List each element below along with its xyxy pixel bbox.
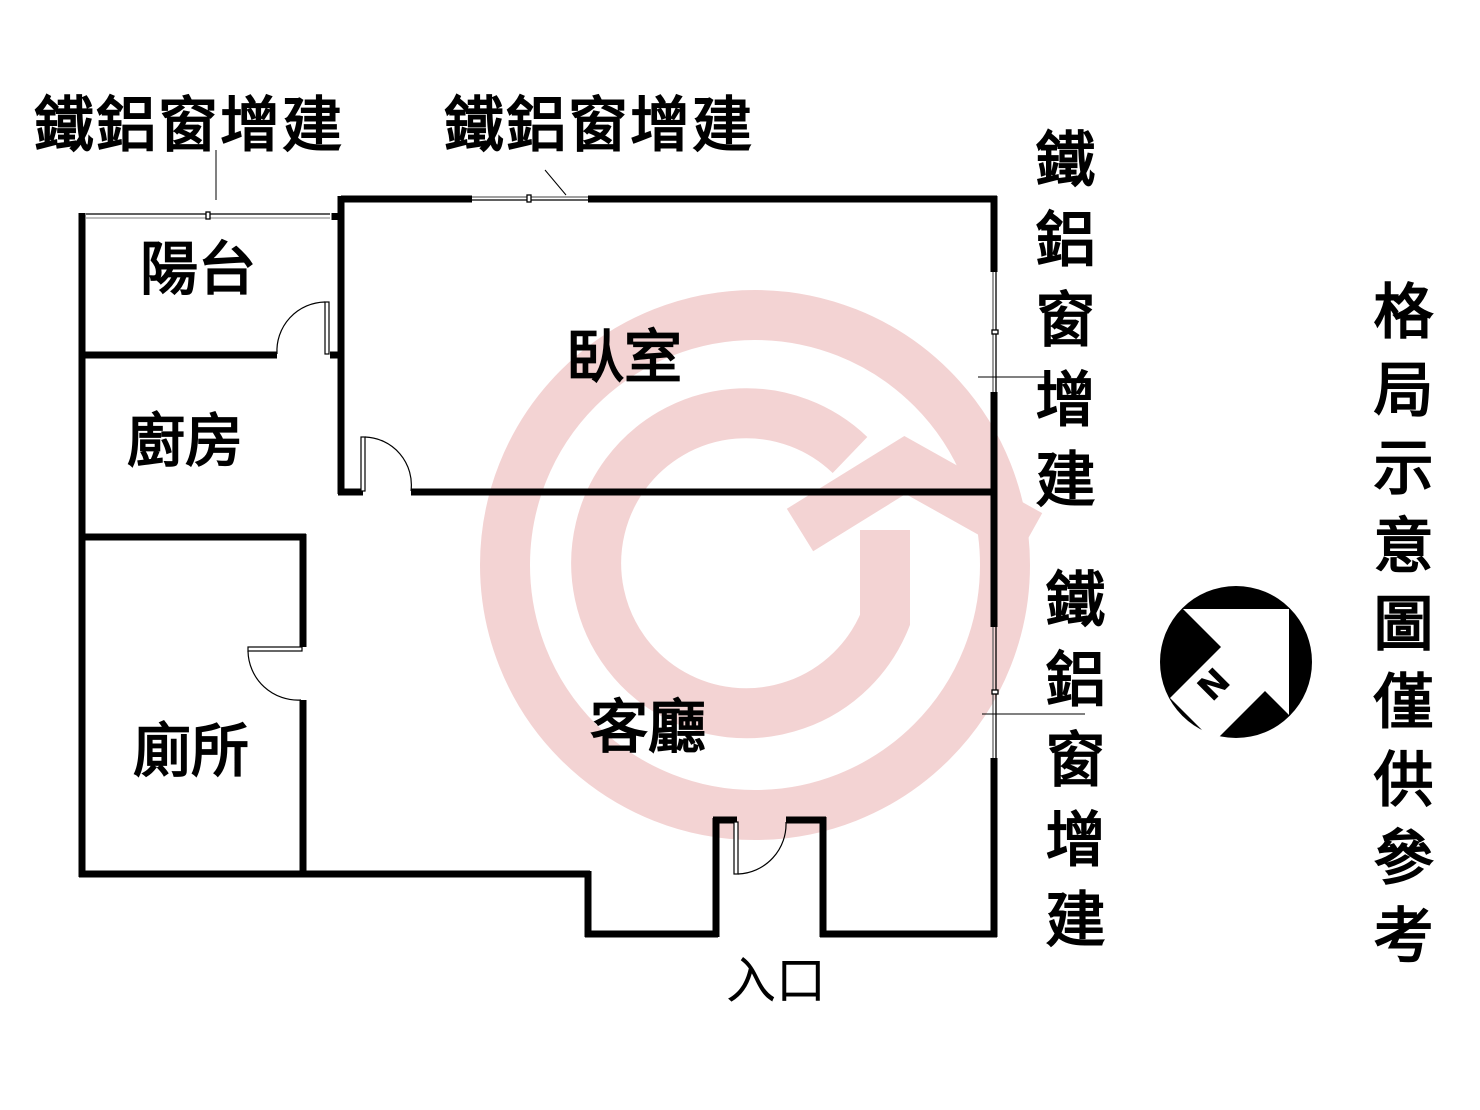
compass-north-icon — [1160, 586, 1312, 742]
room-label-toilet: 廁所 — [133, 717, 250, 785]
windows — [86, 194, 999, 758]
room-label-kitchen: 廚房 — [127, 407, 244, 475]
room-label-bedroom: 臥室 — [566, 323, 683, 391]
walls — [78, 195, 998, 938]
doors — [247, 301, 787, 875]
leader-lines — [215, 150, 1085, 715]
annotation-window-top-left: 鐵鋁窗增建 — [34, 91, 344, 161]
annotation-window-top-center: 鐵鋁窗增建 — [444, 91, 754, 161]
disclaimer-text: 格局示意圖僅供參考 — [1363, 280, 1433, 982]
annotation-window-right-lower: 鐵鋁窗增建 — [1035, 568, 1105, 968]
watermark-logo-icon — [480, 290, 1043, 840]
annotation-window-right-upper: 鐵鋁窗增建 — [1025, 128, 1095, 528]
entrance-label: 入口 — [726, 952, 826, 1010]
room-label-balcony: 陽台 — [140, 235, 257, 303]
room-label-living: 客廳 — [590, 693, 707, 761]
